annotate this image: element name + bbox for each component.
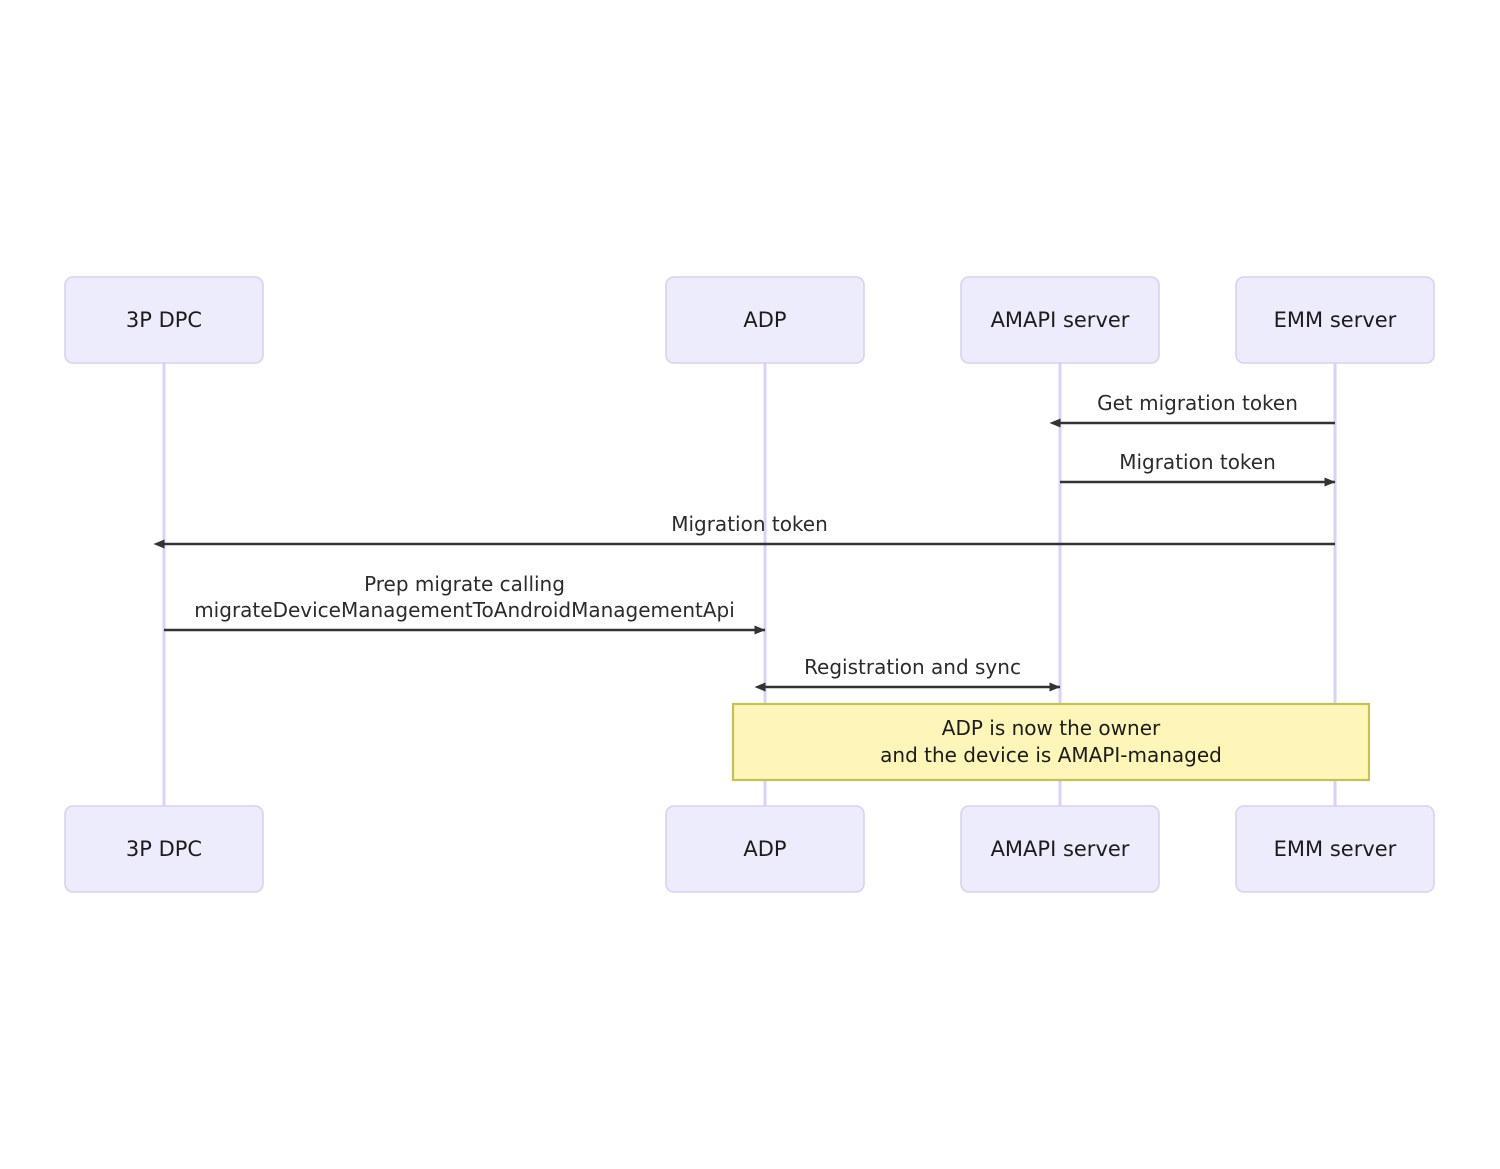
message-label: Migration token <box>671 512 828 536</box>
message-label: Get migration token <box>1097 391 1298 415</box>
msg-migration-token-to-dpc: Migration token <box>153 512 1335 549</box>
note-box <box>731 702 1371 782</box>
participant-box <box>665 276 865 364</box>
participant-amapi-bottom[interactable]: AMAPI server <box>960 805 1160 893</box>
message-label: migrateDeviceManagementToAndroidManageme… <box>194 598 735 622</box>
msg-migration-token-to-emm: Migration token <box>1060 450 1336 487</box>
participant-dpc-bottom[interactable]: 3P DPC <box>64 805 264 893</box>
participant-label: EMM server <box>1274 308 1397 332</box>
participant-box <box>960 276 1160 364</box>
participant-box <box>960 805 1160 893</box>
msg-get-migration-token: Get migration token <box>1049 391 1335 428</box>
msg-registration-and-sync: Registration and sync <box>754 655 1061 692</box>
note-adp-owner: ADP is now the owner and the device is AM… <box>731 702 1371 782</box>
participant-adp-bottom[interactable]: ADP <box>665 805 865 893</box>
participant-box <box>665 805 865 893</box>
participant-label: 3P DPC <box>126 308 202 332</box>
actors-top-group: 3P DPC ADP AMAPI server EMM server <box>64 276 1435 364</box>
participant-label: ADP <box>743 308 786 332</box>
participant-box <box>1235 805 1435 893</box>
participant-label: AMAPI server <box>991 837 1130 861</box>
participant-label: AMAPI server <box>991 308 1130 332</box>
participant-box <box>64 276 264 364</box>
notes-group: ADP is now the owner and the device is AM… <box>731 702 1371 782</box>
participant-dpc-top[interactable]: 3P DPC <box>64 276 264 364</box>
actors-bottom-group: 3P DPC ADP AMAPI server EMM server <box>64 805 1435 893</box>
note-line: and the device is AMAPI-managed <box>880 743 1222 767</box>
message-label: Prep migrate calling <box>364 572 565 596</box>
note-line: ADP is now the owner <box>942 716 1161 740</box>
message-label: Migration token <box>1119 450 1276 474</box>
participant-label: ADP <box>743 837 786 861</box>
participant-amapi-top[interactable]: AMAPI server <box>960 276 1160 364</box>
participant-emm-top[interactable]: EMM server <box>1235 276 1435 364</box>
msg-prep-migrate: Prep migrate callingmigrateDeviceManagem… <box>164 572 766 635</box>
participant-adp-top[interactable]: ADP <box>665 276 865 364</box>
participant-box <box>64 805 264 893</box>
message-label: Registration and sync <box>804 655 1021 679</box>
participant-label: 3P DPC <box>126 837 202 861</box>
participant-emm-bottom[interactable]: EMM server <box>1235 805 1435 893</box>
participant-box <box>1235 276 1435 364</box>
participant-label: EMM server <box>1274 837 1397 861</box>
